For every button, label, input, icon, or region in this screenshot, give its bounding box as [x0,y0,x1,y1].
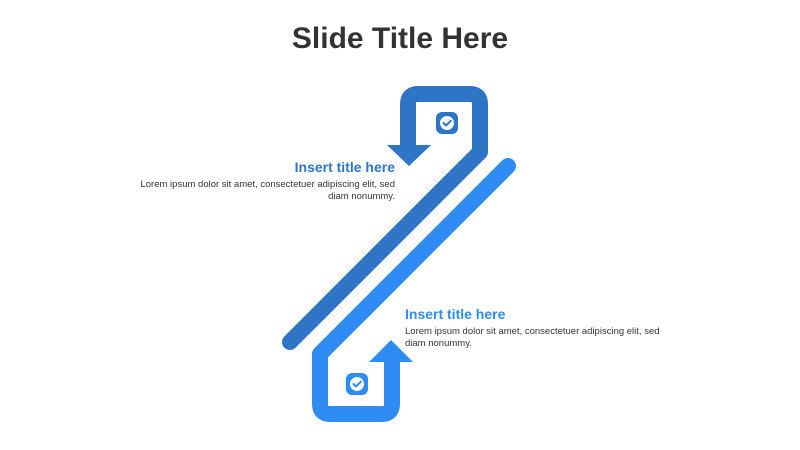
step-2-text: Insert title here Lorem ipsum dolor sit … [405,306,665,350]
step-1-body: Lorem ipsum dolor sit amet, consectetuer… [140,179,395,202]
check-icon [436,112,458,134]
step-2-body: Lorem ipsum dolor sit amet, consectetuer… [405,326,660,349]
bottom-arrow-path [312,158,516,422]
check-icon [346,373,368,395]
top-arrow-path [282,86,488,350]
slide-title: Slide Title Here [291,22,509,55]
step-1-title: Insert title here [294,159,395,175]
step-2-title: Insert title here [405,306,506,322]
bottom-arrow-head [369,340,413,362]
step-1-text: Insert title here Lorem ipsum dolor sit … [135,159,395,203]
top-arrow-head [387,145,431,166]
